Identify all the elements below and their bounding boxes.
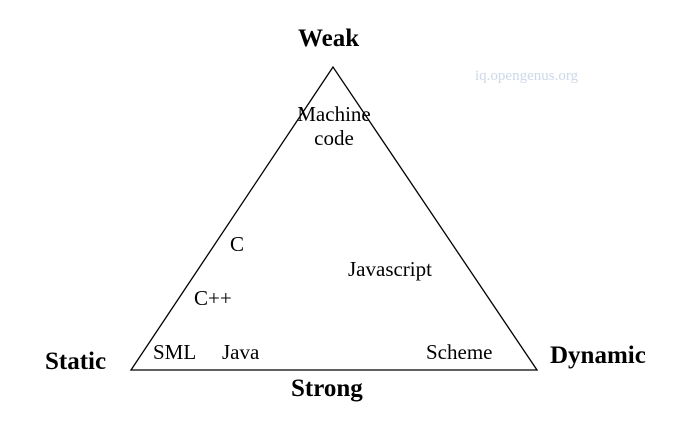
language-label-machine-code: Machine code <box>283 102 385 150</box>
language-label-javascript: Javascript <box>348 257 432 281</box>
language-label-cpp: C++ <box>194 286 232 310</box>
machine-code-line-1: Machine <box>297 102 371 126</box>
vertex-label-strong: Strong <box>291 375 363 402</box>
machine-code-line-2: code <box>314 126 354 150</box>
triangle-shape <box>129 65 539 371</box>
vertex-label-weak: Weak <box>298 25 360 52</box>
language-label-scheme: Scheme <box>426 340 493 364</box>
language-label-sml: SML <box>153 340 197 364</box>
watermark-text: iq.opengenus.org <box>475 68 579 84</box>
language-label-c: C <box>230 232 245 256</box>
vertex-label-dynamic: Dynamic <box>550 342 646 369</box>
vertex-label-static: Static <box>45 348 107 375</box>
language-label-java: Java <box>222 340 260 364</box>
